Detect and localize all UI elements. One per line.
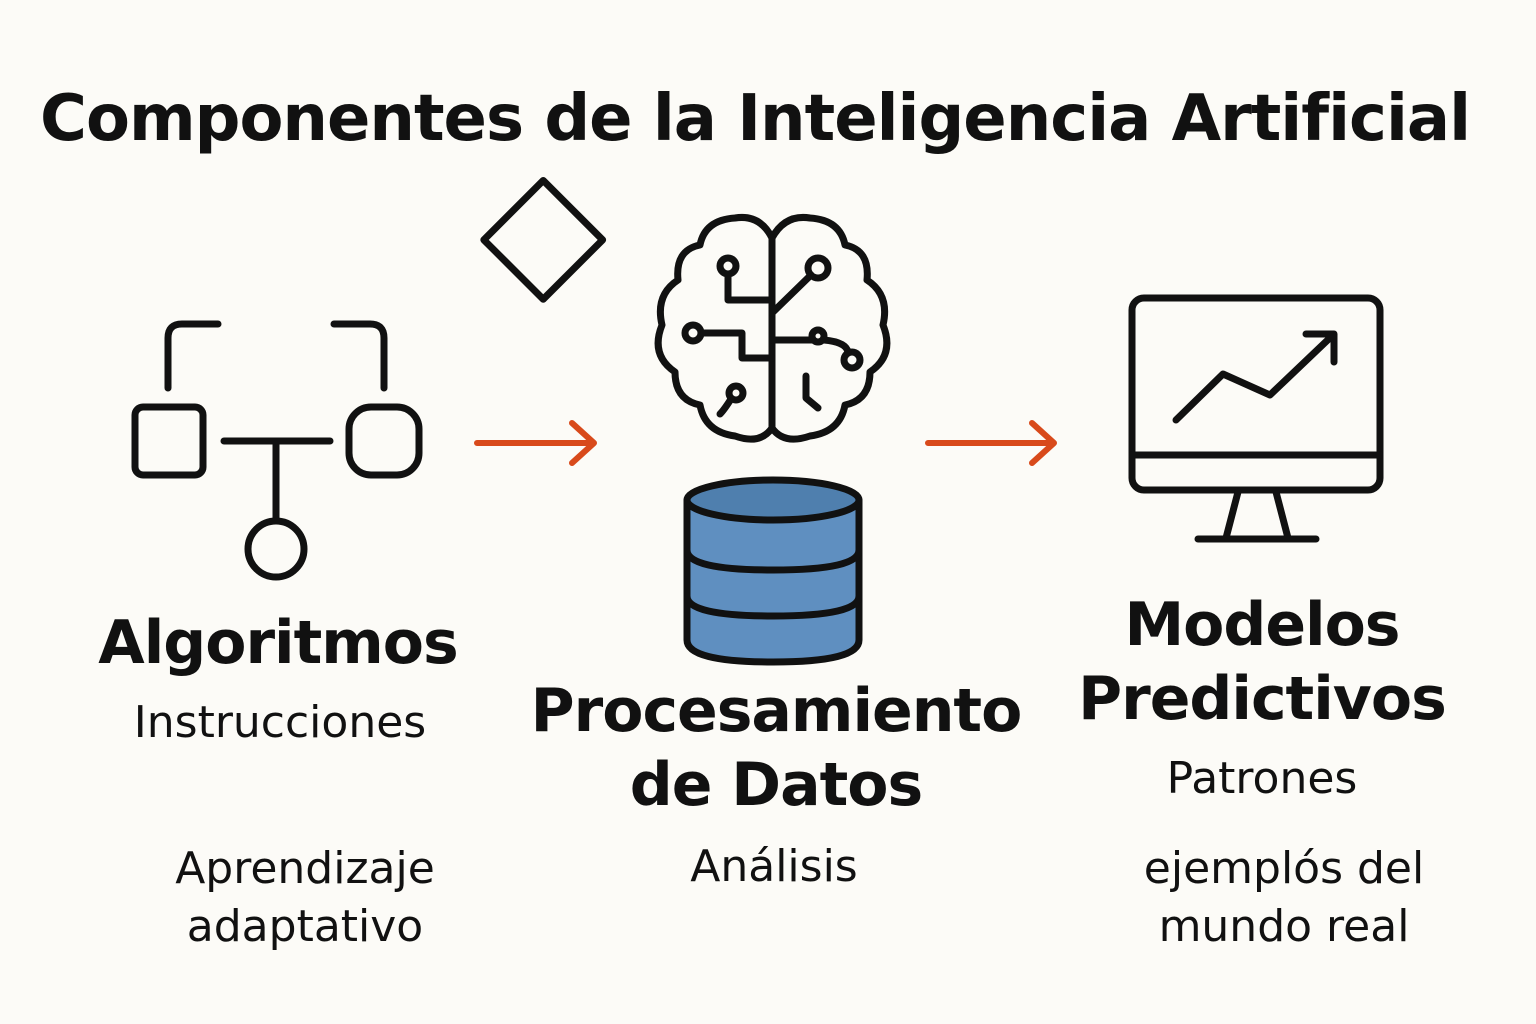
flowchart-icon	[131, 176, 607, 581]
procesamiento-heading-line2: de Datos	[629, 750, 923, 820]
database-icon	[683, 476, 863, 666]
arrow-right-icon	[474, 420, 597, 466]
modelos-heading-line2: Predictivos	[1078, 664, 1447, 734]
algoritmos-heading: Algoritmos	[98, 608, 458, 678]
algoritmos-subtitle: Instrucciones	[133, 697, 427, 748]
modelos-subtitle: Patrones	[1166, 753, 1358, 804]
modelos-heading-line1: Modelos	[1124, 590, 1400, 660]
procesamiento-heading-line1: Procesamiento	[530, 676, 1023, 746]
brain-circuit-icon	[654, 213, 891, 443]
algoritmos-note-line1: Aprendizaje	[175, 843, 435, 894]
modelos-note-line1: ejemplós del	[1143, 843, 1425, 894]
monitor-chart-icon	[1128, 294, 1384, 543]
algoritmos-note-line2: adaptativo	[186, 901, 424, 952]
modelos-note-line2: mundo real	[1158, 901, 1410, 952]
procesamiento-note: Análisis	[690, 841, 858, 892]
page-title: Componentes de la Inteligencia Artificia…	[40, 82, 1471, 156]
arrow-right-icon	[925, 420, 1057, 466]
